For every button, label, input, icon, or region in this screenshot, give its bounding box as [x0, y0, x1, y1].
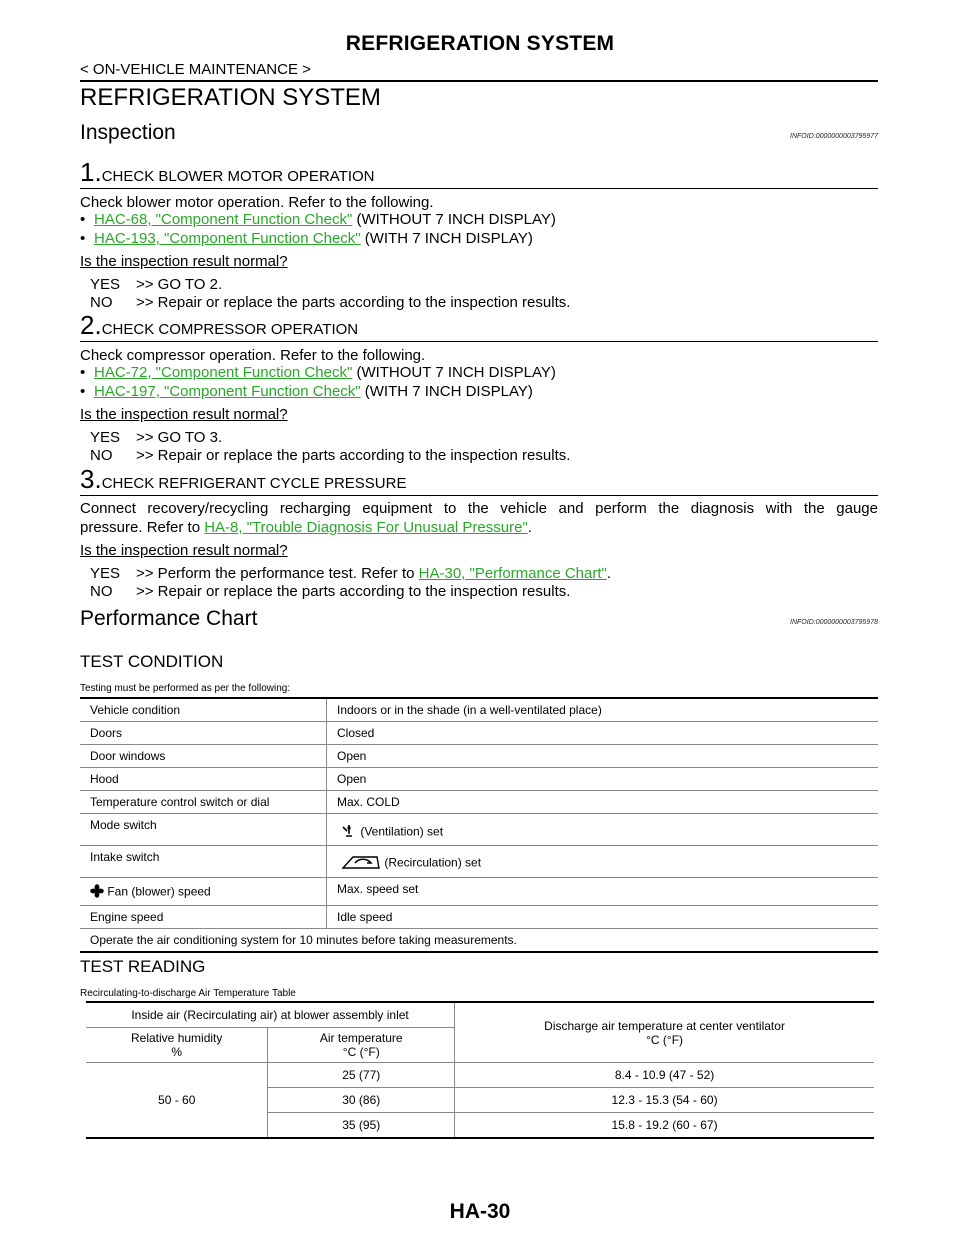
table-row: Mode switch (Ventilation) set [80, 813, 878, 846]
tc-value: Max. COLD [326, 790, 878, 814]
step3-intro1: Connect recovery/recycling recharging eq… [80, 500, 878, 517]
performance-title: Performance Chart [80, 607, 258, 630]
step2-number: 2. [80, 310, 102, 340]
tc-value: Max. speed set [326, 877, 878, 906]
step1-question: Is the inspection result normal? [80, 253, 288, 270]
test-reading-heading: TEST READING [80, 957, 206, 976]
step2-bullet1-text: (WITHOUT 7 INCH DISPLAY) [352, 364, 556, 381]
tr-discharge-temp: 15.8 - 19.2 (60 - 67) [454, 1112, 874, 1139]
step1-bullet1-text: (WITHOUT 7 INCH DISPLAY) [352, 211, 556, 228]
step3-link[interactable]: HA-8, "Trouble Diagnosis For Unusual Pre… [204, 519, 528, 536]
table-row: Inside air (Recirculating air) at blower… [86, 1001, 874, 1063]
step3-no: NO>> Repair or replace the parts accordi… [90, 583, 571, 600]
step2-title: CHECK COMPRESSOR OPERATION [101, 321, 359, 338]
temperature-table: Inside air (Recirculating air) at blower… [86, 1001, 874, 1139]
step1-bullet1: •HAC-68, "Component Function Check" (WIT… [80, 211, 556, 228]
tc-label: Intake switch [80, 845, 327, 878]
tr-head-at: Air temperature°C (°F) [267, 1027, 455, 1063]
table-row: Operate the air conditioning system for … [80, 928, 878, 953]
step2-link1[interactable]: HAC-72, "Component Function Check" [94, 364, 353, 381]
table-row: 35 (95) 15.8 - 19.2 (60 - 67) [86, 1112, 874, 1139]
step3-heading: 3.CHECK REFRIGERANT CYCLE PRESSURE [80, 466, 878, 496]
step2-question: Is the inspection result normal? [80, 406, 288, 423]
table-row: 50 - 60 25 (77) 8.4 - 10.9 (47 - 52) [86, 1062, 874, 1139]
step3-intro2: pressure. Refer to HA-8, "Trouble Diagno… [80, 519, 532, 536]
tc-label: Door windows [80, 744, 327, 768]
tc-footer: Operate the air conditioning system for … [80, 928, 878, 953]
inspection-infoid: INFOID:0000000003795977 [790, 133, 878, 140]
tc-label: Hood [80, 767, 327, 791]
header-title: REFRIGERATION SYSTEM [345, 32, 615, 55]
page-number: HA-30 [449, 1200, 511, 1223]
step2-bullet1: •HAC-72, "Component Function Check" (WIT… [80, 364, 556, 381]
inspection-title: Inspection [80, 121, 176, 144]
tc-value: Idle speed [326, 905, 878, 929]
tr-air-temp: 30 (86) [267, 1087, 455, 1113]
test-reading-note: Recirculating-to-discharge Air Temperatu… [80, 988, 296, 999]
step1-bullet2-text: (WITH 7 INCH DISPLAY) [360, 230, 533, 247]
tc-label: Mode switch [80, 813, 327, 846]
step1-link2[interactable]: HAC-193, "Component Function Check" [94, 230, 361, 247]
tc-label: Temperature control switch or dial [80, 790, 327, 814]
step2-no: NO>> Repair or replace the parts accordi… [90, 447, 571, 464]
test-condition-heading: TEST CONDITION [80, 652, 224, 671]
tc-value: Open [326, 744, 878, 768]
step1-title: CHECK BLOWER MOTOR OPERATION [101, 168, 375, 185]
step2-link2[interactable]: HAC-197, "Component Function Check" [94, 383, 361, 400]
step3-question: Is the inspection result normal? [80, 542, 288, 559]
tc-label: Fan (blower) speed [80, 877, 327, 906]
step1-bullet2: •HAC-193, "Component Function Check" (WI… [80, 230, 533, 247]
tc-value: (Recirculation) set [326, 845, 878, 878]
tr-air-temp: 35 (95) [267, 1112, 455, 1139]
table-row: 30 (86) 12.3 - 15.3 (54 - 60) [86, 1087, 874, 1113]
step2-bullet2-text: (WITH 7 INCH DISPLAY) [360, 383, 533, 400]
test-condition-note: Testing must be performed as per the fol… [80, 683, 291, 694]
tr-head-discharge: Discharge air temperature at center vent… [454, 1001, 874, 1063]
tc-label: Doors [80, 721, 327, 745]
recirculation-icon [341, 854, 381, 873]
performance-infoid: INFOID:0000000003795978 [790, 619, 878, 626]
tr-discharge-temp: 12.3 - 15.3 (54 - 60) [454, 1087, 874, 1113]
tc-value: (Ventilation) set [326, 813, 878, 846]
step1-no: NO>> Repair or replace the parts accordi… [90, 294, 571, 311]
header-rule [80, 80, 878, 82]
tc-value: Indoors or in the shade (in a well-venti… [326, 697, 878, 722]
step2-heading: 2.CHECK COMPRESSOR OPERATION [80, 312, 878, 342]
step1-number: 1. [80, 157, 102, 187]
tr-air-temp: 25 (77) [267, 1062, 455, 1088]
step1-link1[interactable]: HAC-68, "Component Function Check" [94, 211, 353, 228]
step3-yes: YES>> Perform the performance test. Refe… [90, 565, 612, 582]
step2-yes: YES>> GO TO 3. [90, 429, 223, 446]
table-row: Intake switch (Recirculation) set [80, 845, 878, 878]
tr-discharge-temp: 8.4 - 10.9 (47 - 52) [454, 1062, 874, 1088]
tc-label: Vehicle condition [80, 697, 327, 722]
step1-intro: Check blower motor operation. Refer to t… [80, 194, 434, 211]
tr-rh-value: 50 - 60 [86, 1062, 268, 1139]
step3-number: 3. [80, 464, 102, 494]
step2-intro: Check compressor operation. Refer to the… [80, 347, 426, 364]
tr-head-inlet: Inside air (Recirculating air) at blower… [86, 1001, 455, 1028]
step3-title: CHECK REFRIGERANT CYCLE PRESSURE [101, 475, 407, 492]
step1-yes: YES>> GO TO 2. [90, 276, 223, 293]
fan-icon [90, 884, 104, 901]
tc-label: Engine speed [80, 905, 327, 929]
header-subtitle: < ON-VEHICLE MAINTENANCE > [80, 61, 311, 78]
tc-value: Closed [326, 721, 878, 745]
tc-value: Open [326, 767, 878, 791]
ventilation-mode-icon [341, 824, 357, 841]
step1-heading: 1.CHECK BLOWER MOTOR OPERATION [80, 159, 878, 189]
step2-bullet2: •HAC-197, "Component Function Check" (WI… [80, 383, 533, 400]
tr-head-rh: Relative humidity% [86, 1027, 268, 1063]
section-title: REFRIGERATION SYSTEM [80, 84, 381, 111]
step3-yes-link[interactable]: HA-30, "Performance Chart" [418, 565, 607, 582]
